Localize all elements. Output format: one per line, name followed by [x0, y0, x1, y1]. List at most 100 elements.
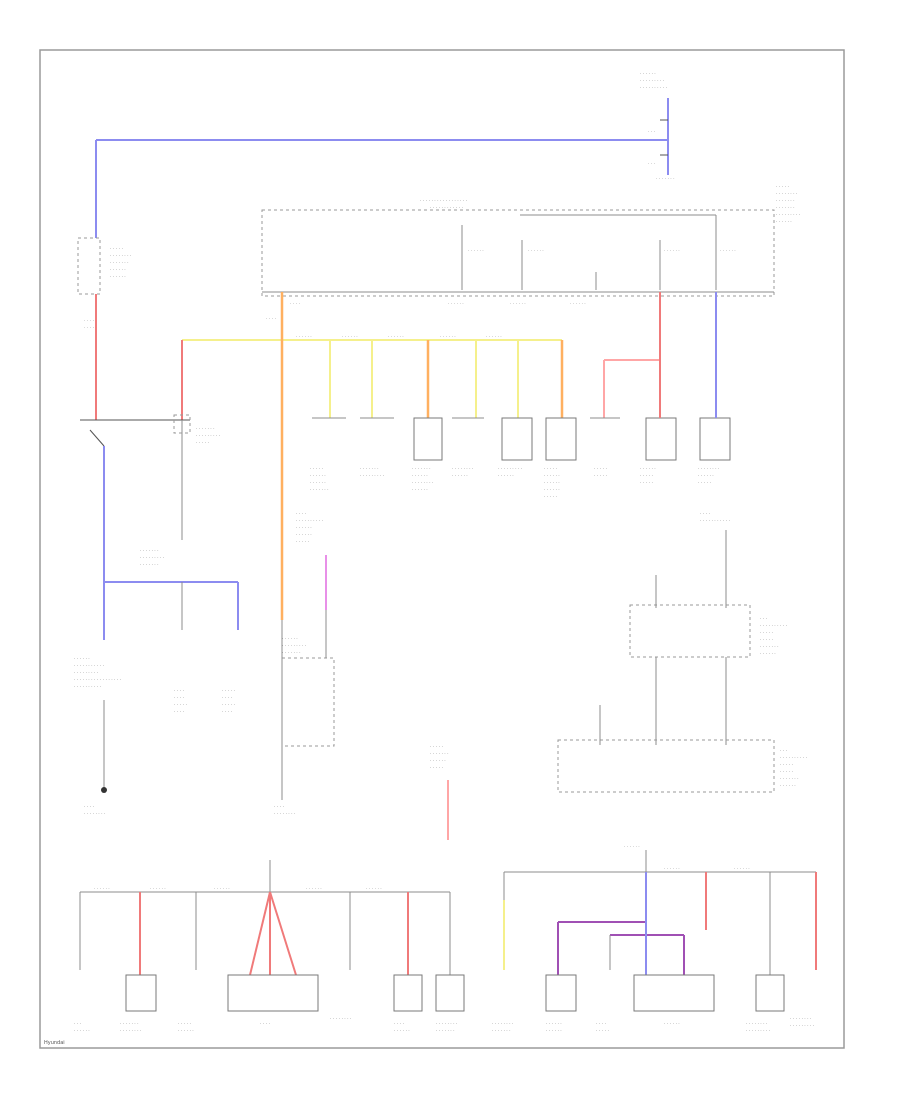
svg-text:· · · · · · ·: · · · · · · ·	[110, 261, 129, 266]
svg-text:· · · · · ·: · · · · · ·	[178, 1029, 194, 1034]
svg-text:· · · · · ·: · · · · · ·	[110, 275, 126, 280]
svg-text:· · · · · · ·: · · · · · · ·	[140, 549, 159, 554]
svg-text:· · · · · · ·: · · · · · · ·	[776, 199, 795, 204]
svg-text:· · · ·: · · · ·	[174, 710, 184, 715]
svg-text:· · · · · ·: · · · · · ·	[412, 474, 428, 479]
svg-text:· · · · · · · · · ·: · · · · · · · · · ·	[780, 756, 807, 761]
svg-text:· · · · · ·: · · · · · ·	[698, 474, 714, 479]
svg-text:· · · ·: · · · ·	[296, 512, 306, 517]
svg-text:· · · · · · · ·: · · · · · · · ·	[120, 1029, 141, 1034]
svg-text:· · · · · · · · · ·: · · · · · · · · · ·	[74, 685, 101, 690]
svg-text:· · · · · ·: · · · · · ·	[664, 249, 680, 254]
svg-text:· · · · · ·: · · · · · ·	[664, 1022, 680, 1027]
svg-text:· · · · · ·: · · · · · ·	[366, 887, 382, 892]
svg-text:· · · · · · · · ·: · · · · · · · · ·	[360, 474, 384, 479]
svg-text:· · · · · · ·: · · · · · · ·	[120, 1022, 139, 1027]
svg-text:· · · · · ·: · · · · · ·	[452, 474, 468, 479]
svg-text:· · · · · · · ·: · · · · · · · ·	[84, 812, 105, 817]
right-relay-box: · · · · · · · · · · · · · · · · · · · · …	[557, 512, 807, 793]
svg-text:· · · · · ·: · · · · · ·	[306, 887, 322, 892]
svg-text:· · · · ·: · · · · ·	[780, 763, 793, 768]
svg-text:· · · · · · ·: · · · · · · ·	[492, 1029, 511, 1034]
junction-fuse-box: · · · · · · · · · · · · · · · · · · · · …	[261, 185, 800, 307]
svg-text:· · · · ·: · · · · ·	[760, 631, 773, 636]
page-identifier: Hyundai	[44, 1040, 65, 1046]
svg-text:· · · · ·: · · · · ·	[760, 638, 773, 643]
left-relay-section: · · · · · · · · · · · · · · · · · · · · …	[74, 414, 239, 817]
svg-text:· · · · · ·: · · · · · ·	[74, 657, 90, 662]
svg-text:· · · · ·: · · · · ·	[596, 1029, 609, 1034]
svg-text:· · · · ·: · · · · ·	[780, 770, 793, 775]
bottom-right-distribution: · · · · · · · · · · · · · · · · · · · · …	[492, 845, 817, 1034]
svg-text:· · · · · ·: · · · · · ·	[310, 481, 326, 486]
svg-text:· · · · · ·: · · · · · ·	[296, 526, 312, 531]
battery-label: · · · · · ·	[640, 72, 656, 77]
svg-text:· · · · · ·: · · · · · ·	[342, 335, 358, 340]
svg-text:· · · ·: · · · ·	[84, 319, 94, 324]
svg-text:· · · · · ·: · · · · · ·	[546, 1029, 562, 1034]
svg-text:· · ·: · · ·	[648, 130, 655, 135]
svg-text:· · · · ·: · · · · ·	[430, 745, 443, 750]
svg-text:· · · · · ·: · · · · · ·	[282, 637, 298, 642]
svg-text:· · · ·: · · · ·	[84, 326, 94, 331]
diagram-border	[39, 49, 845, 1049]
svg-text:· · · · ·: · · · · ·	[640, 481, 653, 486]
svg-text:· · · · · · · · ·: · · · · · · · · ·	[282, 644, 306, 649]
svg-text:· · · · · · · ·: · · · · · · · ·	[330, 1017, 351, 1022]
svg-text:· · ·: · · ·	[648, 162, 655, 167]
svg-text:· · · ·: · · · ·	[700, 512, 710, 517]
svg-text:· · · · ·: · · · · ·	[222, 703, 235, 708]
upper-components: · · · · · · · · · · · · · · · · · · · · …	[310, 292, 731, 500]
svg-text:· · · · · · ·: · · · · · · ·	[430, 752, 449, 757]
svg-text:· · ·: · · ·	[74, 1022, 81, 1027]
svg-text:· · · ·: · · · ·	[222, 710, 232, 715]
svg-text:· · · · · ·: · · · · · ·	[440, 335, 456, 340]
svg-text:· · · · · · · · ·: · · · · · · · · ·	[746, 1029, 770, 1034]
svg-text:· · · · · · · · · · · ·: · · · · · · · · · · · ·	[430, 206, 463, 211]
svg-text:· · · · · · ·: · · · · · · ·	[776, 206, 795, 211]
svg-text:· · · · · · · · ·: · · · · · · · · ·	[790, 1024, 814, 1029]
svg-text:· · · · · · · · ·: · · · · · · · · ·	[140, 556, 164, 561]
svg-text:· · · · · ·: · · · · · ·	[544, 488, 560, 493]
svg-text:· · · · · · ·: · · · · · · ·	[360, 467, 379, 472]
svg-text:· · · · · · · · · · · · · · ·: · · · · · · · · · · · · · · · · ·	[420, 199, 467, 204]
svg-text:· · · · · · · ·: · · · · · · · ·	[492, 1022, 513, 1027]
svg-text:· · · · · · · ·: · · · · · · · ·	[746, 1022, 767, 1027]
svg-text:· · · · · ·: · · · · · ·	[760, 652, 776, 657]
svg-text:· · · · · ·: · · · · · ·	[296, 533, 312, 538]
svg-text:· · · · · · · · · ·: · · · · · · · · · ·	[640, 86, 667, 91]
svg-text:· · · · · ·: · · · · · ·	[94, 887, 110, 892]
svg-text:· · · · · · ·: · · · · · · ·	[412, 467, 431, 472]
svg-text:· · · · ·: · · · · ·	[196, 441, 209, 446]
center-lead: · · · · · · · · · · · · · · · · · · · · …	[430, 745, 449, 840]
svg-text:· · · · · · ·: · · · · · · ·	[656, 177, 675, 182]
svg-text:· · · ·: · · · ·	[266, 317, 276, 322]
svg-text:· · · · · · · ·: · · · · · · · ·	[452, 467, 473, 472]
svg-text:· · · · · · · · · ·: · · · · · · · · · ·	[296, 519, 323, 524]
svg-text:· · ·: · · ·	[760, 617, 767, 622]
svg-text:· · · · · ·: · · · · · ·	[412, 488, 428, 493]
svg-text:· · · · · ·: · · · · · ·	[528, 249, 544, 254]
svg-text:· · · · · · ·: · · · · · · ·	[310, 488, 329, 493]
svg-text:· · · · · ·: · · · · · ·	[214, 887, 230, 892]
svg-text:· · · · · · ·: · · · · · · ·	[760, 645, 779, 650]
svg-text:· · · · · ·: · · · · · ·	[430, 759, 446, 764]
ignition-switch: · · · · · · · · · · · · · · · · · · · · …	[77, 237, 131, 420]
svg-text:· · · · · ·: · · · · · ·	[780, 784, 796, 789]
svg-text:· · · · · · · ·: · · · · · · · ·	[274, 812, 295, 817]
svg-text:· · · · · ·: · · · · · ·	[388, 335, 404, 340]
svg-text:· · · · ·: · · · · ·	[222, 689, 235, 694]
svg-text:· · · · · · · · ·: · · · · · · · · ·	[196, 434, 220, 439]
svg-text:· · · · ·: · · · · ·	[178, 1022, 191, 1027]
svg-text:· · · · · ·: · · · · · ·	[468, 249, 484, 254]
svg-text:· · · · · · · ·: · · · · · · · ·	[790, 1017, 811, 1022]
svg-text:· · · ·: · · · ·	[274, 805, 284, 810]
svg-text:· · · · · ·: · · · · · ·	[498, 474, 514, 479]
svg-text:· · · · · ·: · · · · · ·	[776, 220, 792, 225]
svg-text:· · · · ·: · · · · ·	[310, 467, 323, 472]
svg-text:· · · · ·: · · · · ·	[544, 495, 557, 500]
svg-text:· · · · · ·: · · · · · ·	[448, 302, 464, 307]
svg-text:· · · · · ·: · · · · · ·	[546, 1022, 562, 1027]
svg-text:· · · · · ·: · · · · · ·	[664, 867, 680, 872]
